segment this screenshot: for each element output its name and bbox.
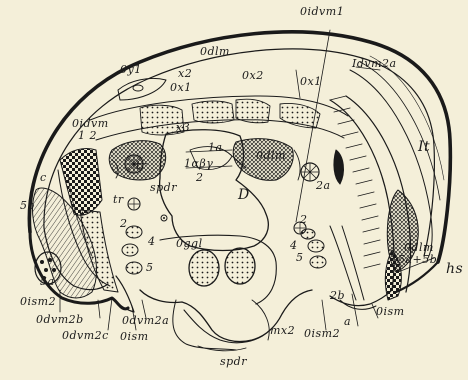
label-big-d: D <box>238 188 250 202</box>
label-four-right: 4 <box>290 240 298 251</box>
label-oism-bottom: 0ism <box>120 331 149 342</box>
label-five-left: 5 <box>146 262 154 273</box>
label-odvm2b: 0dvm2b <box>36 314 84 325</box>
label-oism2-right: 0ism2 <box>304 328 340 339</box>
label-a: a <box>344 316 351 327</box>
label-ox1-right: 0x1 <box>300 76 322 87</box>
label-spdr-bottom: spdr <box>220 356 247 367</box>
label-oism-right: 0ism <box>376 306 405 317</box>
label-four-left: 4 <box>148 236 156 247</box>
label-one-a: 1a <box>208 142 223 153</box>
label-hs: hs <box>446 262 463 276</box>
label-ox2: 0x2 <box>242 70 264 81</box>
label-two-b: 2b <box>330 290 345 301</box>
label-it: It <box>418 140 430 154</box>
label-c: c <box>40 172 47 183</box>
label-five-a-b: 5a+5b <box>398 254 437 265</box>
label-tr-lower: tr <box>113 194 124 205</box>
label-odlm-center: 0dlm <box>256 150 286 161</box>
label-one-abg: 1αβγ <box>184 158 213 169</box>
label-oidvm-left: 0idvm <box>72 118 109 129</box>
label-one-two: 1 2 <box>78 130 97 141</box>
label-oggl: 0ggl <box>176 238 203 249</box>
label-x3: x3 <box>176 122 190 133</box>
label-spdr-upper: spdr <box>150 182 177 193</box>
label-odvm2a: 0dvm2a <box>122 315 169 326</box>
label-five-b: 5b <box>20 200 35 211</box>
label-oism2-left: 0ism2 <box>20 296 56 307</box>
label-two-right: 2 <box>300 214 308 225</box>
label-oidvm1: 0idvm1 <box>300 6 344 17</box>
label-tr-upper: tr <box>136 160 147 171</box>
label-five-right: 5 <box>296 252 304 263</box>
label-odlm-top: 0dlm <box>200 46 230 57</box>
label-mx2: mx2 <box>270 325 295 336</box>
label-idvm2a: Idvm2a <box>352 58 397 69</box>
label-five-a: 5a <box>40 276 55 287</box>
label-ox1: 0x1 <box>170 82 192 93</box>
label-two-left: 2 <box>120 218 128 229</box>
label-odvm2c: 0dvm2c <box>62 330 109 341</box>
label-odlm-right: 0dlm <box>404 242 434 253</box>
label-x2: x2 <box>178 68 192 79</box>
label-two-center: 2 <box>196 172 204 183</box>
label-two-a: 2a <box>316 180 331 191</box>
label-oy1: 0y1 <box>120 64 142 75</box>
